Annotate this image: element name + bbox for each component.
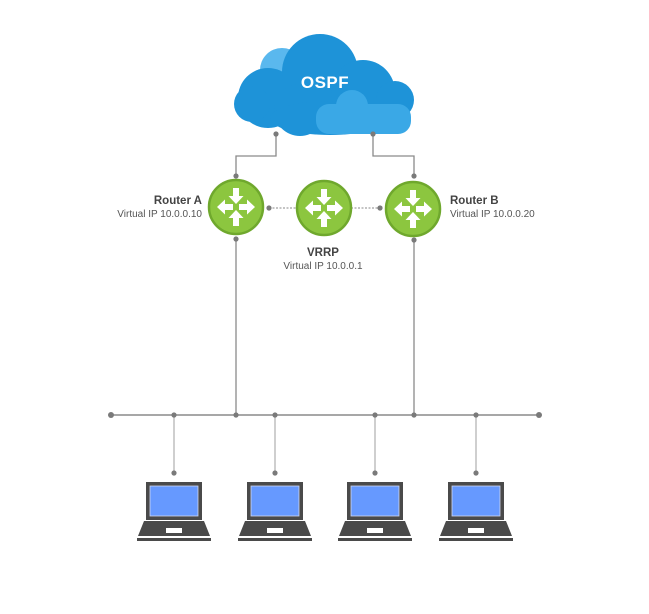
router-icon bbox=[384, 180, 442, 238]
laptop-screen bbox=[451, 485, 501, 517]
vrrp-ip: Virtual IP 10.0.0.1 bbox=[283, 261, 363, 272]
laptop-edge bbox=[338, 538, 412, 541]
laptop-touchpad bbox=[367, 528, 383, 533]
hosts bbox=[137, 482, 513, 541]
arrow-down-icon bbox=[316, 189, 332, 205]
laptop-2 bbox=[238, 482, 312, 541]
arrow-down-icon bbox=[405, 190, 421, 206]
laptop-3 bbox=[338, 482, 412, 541]
router-icon bbox=[295, 179, 353, 237]
laptop-screen bbox=[250, 485, 300, 517]
arrow-left-icon bbox=[217, 199, 233, 215]
arrow-left-icon bbox=[305, 200, 321, 216]
router-b-ip: Virtual IP 10.0.0.20 bbox=[450, 209, 535, 220]
laptop-4 bbox=[439, 482, 513, 541]
arrow-up-icon bbox=[228, 210, 244, 226]
laptop-icon bbox=[238, 482, 312, 541]
routers bbox=[207, 178, 442, 238]
arrow-left-icon bbox=[394, 201, 410, 217]
cloud-router-a-link bbox=[235, 134, 277, 176]
connection-dot bbox=[266, 205, 272, 211]
router-b-node bbox=[384, 180, 442, 238]
arrow-up-icon bbox=[405, 212, 421, 228]
cloud-front-bump bbox=[336, 90, 368, 122]
connection-dot bbox=[108, 412, 114, 418]
laptop-icon bbox=[439, 482, 513, 541]
laptop-touchpad bbox=[166, 528, 182, 533]
router-b-label: Router B Virtual IP 10.0.0.20 bbox=[450, 195, 535, 221]
connection-dot bbox=[171, 470, 177, 476]
connection-dot bbox=[473, 470, 479, 476]
vrrp-label: VRRP Virtual IP 10.0.0.1 bbox=[273, 247, 373, 273]
connection-dots bbox=[108, 131, 542, 476]
connection-lines bbox=[111, 134, 539, 473]
connection-dot bbox=[272, 412, 278, 418]
arrow-up-icon bbox=[316, 211, 332, 227]
laptop-edge bbox=[238, 538, 312, 541]
vrrp-name: VRRP bbox=[307, 247, 339, 259]
ospf-label: OSPF bbox=[300, 73, 350, 92]
router-b-name: Router B bbox=[450, 195, 499, 207]
laptop-screen bbox=[350, 485, 400, 517]
router-body bbox=[295, 179, 353, 237]
arrow-down-icon bbox=[228, 188, 244, 204]
router-a-node bbox=[207, 178, 265, 236]
router-icon bbox=[207, 178, 265, 236]
laptop-1 bbox=[137, 482, 211, 541]
connection-dot bbox=[411, 173, 417, 179]
laptop-icon bbox=[137, 482, 211, 541]
connection-dot bbox=[377, 205, 383, 211]
laptop-icon bbox=[338, 482, 412, 541]
connection-dot bbox=[233, 412, 239, 418]
laptop-screen bbox=[149, 485, 199, 517]
router-a-name: Router A bbox=[153, 195, 202, 207]
router-a-ip: Virtual IP 10.0.0.10 bbox=[117, 209, 202, 220]
ospf-cloud bbox=[234, 34, 414, 136]
connection-dot bbox=[171, 412, 177, 418]
cloud-icon bbox=[234, 34, 414, 136]
laptop-touchpad bbox=[267, 528, 283, 533]
cloud-bump bbox=[234, 86, 270, 122]
laptop-edge bbox=[137, 538, 211, 541]
connection-dot bbox=[273, 131, 279, 137]
laptop-edge bbox=[439, 538, 513, 541]
connection-dot bbox=[233, 173, 239, 179]
connection-dot bbox=[536, 412, 542, 418]
router-body bbox=[207, 178, 265, 236]
arrow-right-icon bbox=[327, 200, 343, 216]
laptop-touchpad bbox=[468, 528, 484, 533]
connection-dot bbox=[372, 470, 378, 476]
connection-dot bbox=[411, 237, 417, 243]
connection-dot bbox=[473, 412, 479, 418]
connection-dot bbox=[233, 236, 239, 242]
connection-dot bbox=[411, 412, 417, 418]
router-a-label: Router A Virtual IP 10.0.0.10 bbox=[117, 195, 202, 221]
connection-dot bbox=[370, 131, 376, 137]
cloud-router-b-link bbox=[372, 134, 415, 176]
connection-dot bbox=[272, 470, 278, 476]
vrrp-node bbox=[295, 179, 353, 237]
arrow-right-icon bbox=[239, 199, 255, 215]
arrow-right-icon bbox=[416, 201, 432, 217]
connection-dot bbox=[372, 412, 378, 418]
router-body bbox=[384, 180, 442, 238]
